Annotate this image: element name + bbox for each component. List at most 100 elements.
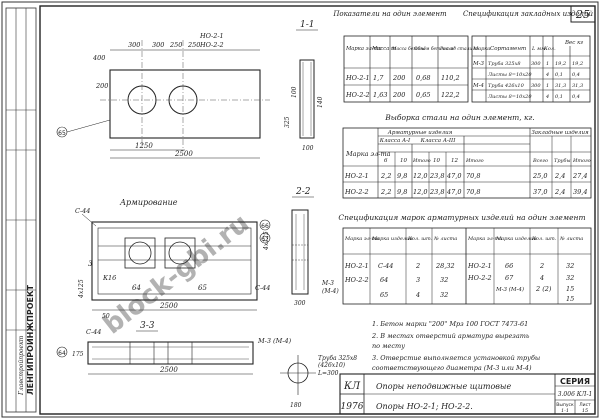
reinf-outline <box>91 221 258 301</box>
steel-r1c9: 39,4 <box>573 188 587 196</box>
emb-r3c5: 0,4 <box>572 94 580 100</box>
s22-300: 300 <box>294 300 306 307</box>
rb-h0: Марка эл-та <box>344 236 379 242</box>
reinf-dim-2500: 2500 <box>159 302 178 310</box>
steel-r1c0: НО-2-2 <box>344 188 369 196</box>
emb-r0c1: Труба 325х8 <box>488 60 521 67</box>
steel-r0c0: НО-2-1 <box>344 172 369 180</box>
rbl-r0c1: С-44 <box>378 262 393 270</box>
s22-c44: С-44 <box>255 284 270 292</box>
rbl-r0c3: 28,32 <box>435 262 455 270</box>
rb-h5: Марка изделия <box>495 236 537 242</box>
emb-r3c4: 0,1 <box>555 94 563 100</box>
rbr-r1c0: НО-2-2 <box>467 274 492 282</box>
steel-h9: Итого <box>572 158 591 164</box>
reinf-frame-left <box>124 237 156 269</box>
steel-h1: 6 <box>384 158 388 164</box>
steel-r0c1: 2,2 <box>380 172 391 180</box>
sheet-number: 25 <box>575 8 590 21</box>
rbr-r0c3: 32 <box>566 262 574 270</box>
emb-r3c3: 4 <box>545 94 549 100</box>
emb-r1c3: 4 <box>545 72 549 78</box>
emb-r2c0: М-4 <box>472 83 484 89</box>
rbr-r1c3: 32 <box>566 274 574 282</box>
title-block: КЛ 1976 Опоры неподвижные щитовые Опоры … <box>339 373 596 415</box>
steel-h4: 10 <box>433 158 440 164</box>
label-no-2-2: НО-2-2 <box>199 41 224 49</box>
steel-r1c8: 2,4 <box>554 188 565 196</box>
stamp-org: ЛЕНГИПРОИНЖПРОЕКТ <box>26 284 35 395</box>
steel-r1c7: 37,0 <box>533 188 547 196</box>
note-3b: соответствующего диаметра (М-3 или М-4) <box>372 364 532 372</box>
reinf-64: 64 <box>132 284 141 292</box>
section-2-2-outline <box>291 209 309 295</box>
ind-r0c2: 200 <box>392 74 405 82</box>
rb-h3: № листа <box>433 236 457 242</box>
rbr-r3c3: 15 <box>566 295 574 303</box>
note-2b: по месту <box>372 342 405 350</box>
detail-m3: М-3 (М-4) Труба 325х8 (426х10) L=300 180 <box>257 337 357 409</box>
emb-r2c2: 300 <box>531 83 541 89</box>
reinforcement-title: Армирование <box>119 198 178 207</box>
steel-h3: Итого <box>412 158 431 164</box>
reinf-k16: К16 <box>102 274 116 282</box>
detail-m3-label: М-3 (М-4) <box>257 337 292 345</box>
ind-h0: Марка эл-та <box>345 46 382 52</box>
emb-r0c2: 300 <box>531 61 541 67</box>
emb-r2c5: 31,3 <box>572 83 583 89</box>
dim-300b: 300 <box>152 41 164 49</box>
note-3: 3. Отверстие выполняется установкой труб… <box>372 354 540 362</box>
steel-r0c6: 70,8 <box>466 172 480 180</box>
rbl-r0c0: НО-2-1 <box>344 262 369 270</box>
section-3-3-outline <box>87 341 254 365</box>
note-1: 1. Бетон марки "200" Мрз 100 ГОСТ 7473-6… <box>372 320 528 328</box>
emb-h0: Марка <box>472 46 490 52</box>
left-stamp: ЛЕНГИПРОИНЖПРОЕКТ Главстройпроект <box>5 7 37 413</box>
dim-2500-top: 2500 <box>174 150 193 158</box>
ind-r0c0: НО-2-1 <box>345 74 370 82</box>
tb-series: 3.006 КЛ-1 <box>558 391 593 398</box>
steel-r0c5: 47,0 <box>446 172 461 180</box>
rb-h7: № листа <box>559 236 583 242</box>
ind-r0c3: 0,68 <box>416 74 430 82</box>
reinf-dim-4x125b: 4х125 <box>263 231 270 251</box>
top-view: 300 300 250 250 400 200 НО-2-1 НО-2-2 12… <box>56 32 270 159</box>
rbr-r2c2: 2 (2) <box>535 285 552 293</box>
emb-r1c1: Листы 8=10х20 <box>487 72 532 78</box>
s33-64: 64 <box>58 350 66 357</box>
emb-r2c3: 1 <box>546 83 549 89</box>
emb-r0c4: 19,2 <box>555 61 566 67</box>
emb-r1c4: 0,1 <box>555 72 563 78</box>
emb-title: Спецификация закладных изделий <box>463 10 594 18</box>
ind-r1c4: 122,2 <box>441 91 460 99</box>
section-1-1-title: 1-1 <box>300 20 315 30</box>
dim-100a: 100 <box>291 86 298 98</box>
steel-r1c2: 9,8 <box>397 188 407 196</box>
rbl-r2c1: 65 <box>380 291 388 299</box>
steel-table: Выборка стали на один элемент, кг. Армат… <box>342 113 592 199</box>
section-2-2: 2-2 С-44 М-3 (М-4) 300 <box>255 187 339 307</box>
inner-frame <box>39 5 596 415</box>
sheet-number-box: 25 <box>570 5 596 23</box>
emb-r3c1: Листы 8=10х20 <box>487 94 532 100</box>
steel-r0c7: 25,0 <box>532 172 547 180</box>
steel-h0: Марка эл-та <box>345 150 391 158</box>
s33-c44: С-44 <box>86 328 101 336</box>
plate-outline <box>109 69 261 139</box>
ind-r0c4: 110,2 <box>441 74 460 82</box>
rbr-r0c0: НО-2-1 <box>467 262 492 270</box>
emb-r0c5: 19,2 <box>572 61 583 67</box>
ind-h1: Масса т <box>371 46 396 52</box>
tb-sheet-label: Лист <box>579 402 591 408</box>
rb-h4: Марка эл-та <box>467 236 502 242</box>
steel-r0c3: 12,0 <box>413 172 427 180</box>
dim-140: 140 <box>317 96 324 108</box>
ind-h3: Объём бетона м³ <box>414 46 455 52</box>
notes: 1. Бетон марки "200" Мрз 100 ГОСТ 7473-6… <box>371 320 540 372</box>
steel-title: Выборка стали на один элемент, кг. <box>384 113 534 122</box>
steel-r1c3: 12,0 <box>413 188 427 196</box>
steel-r0c8: 2,4 <box>554 172 565 180</box>
dim-250a: 250 <box>169 41 182 49</box>
steel-r0c4: 23,8 <box>429 172 444 180</box>
